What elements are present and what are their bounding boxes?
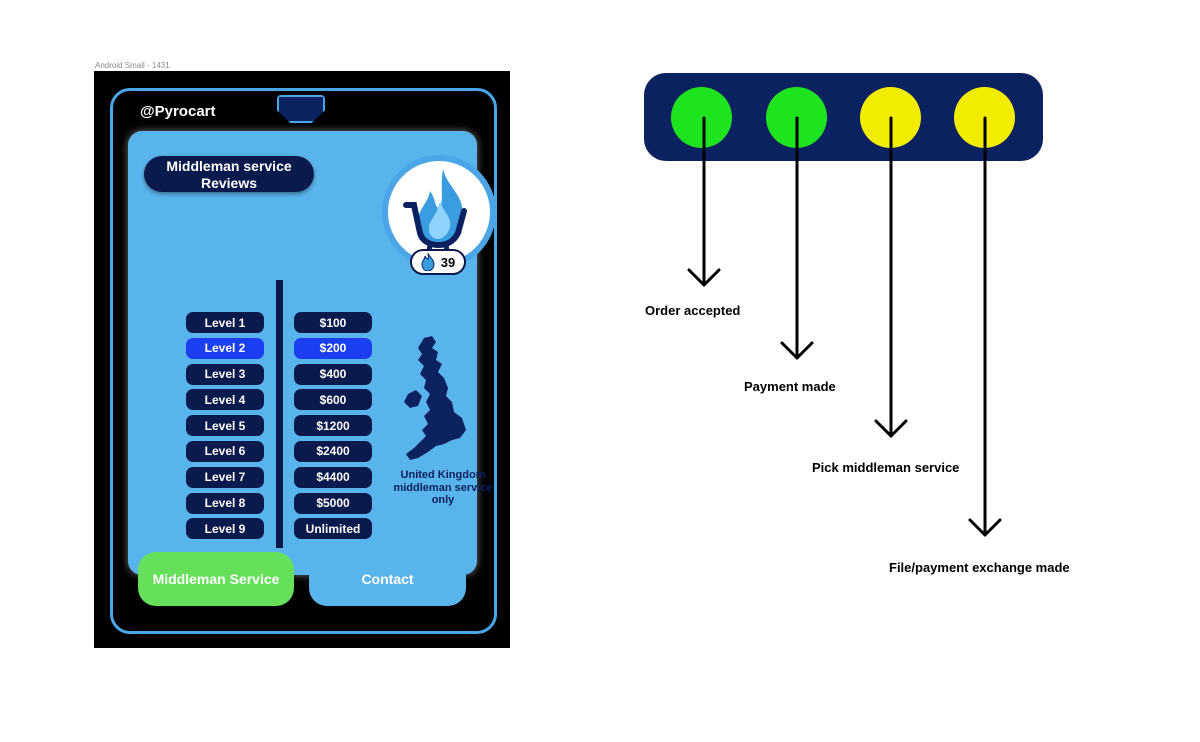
frame-label: Android Small - 1431 bbox=[95, 61, 170, 70]
price-label[interactable]: $400 bbox=[294, 363, 372, 385]
flame-cart-logo-icon bbox=[388, 161, 490, 263]
middleman-service-button[interactable]: Middleman Service bbox=[138, 552, 294, 606]
region-note: United Kingdom middleman service only bbox=[393, 469, 493, 506]
order-status-bar bbox=[644, 73, 1043, 161]
level-button[interactable]: Level 7 bbox=[186, 466, 264, 488]
level-button[interactable]: Level 6 bbox=[186, 440, 264, 462]
username[interactable]: @Pyrocart bbox=[140, 103, 216, 120]
price-label[interactable]: $2400 bbox=[294, 440, 372, 462]
flame-icon bbox=[421, 253, 435, 271]
column-divider bbox=[276, 280, 283, 548]
price-label[interactable]: $1200 bbox=[294, 415, 372, 437]
price-label[interactable]: Unlimited bbox=[294, 518, 372, 540]
level-button[interactable]: Level 8 bbox=[186, 492, 264, 514]
level-button[interactable]: Level 3 bbox=[186, 363, 264, 385]
step-label-payment-made: Payment made bbox=[744, 379, 836, 394]
phone-mockup: @Pyrocart Middleman service Reviews Leve… bbox=[94, 71, 510, 648]
price-label-active[interactable]: $200 bbox=[294, 337, 372, 359]
step-label-file-exchange: File/payment exchange made bbox=[889, 560, 1070, 575]
level-button[interactable]: Level 5 bbox=[186, 415, 264, 437]
flame-count: 39 bbox=[440, 254, 456, 270]
level-column: Level 1 Level 2 Level 3 Level 4 Level 5 … bbox=[186, 312, 264, 544]
flame-count-badge: 39 bbox=[410, 249, 466, 275]
price-label[interactable]: $4400 bbox=[294, 466, 372, 488]
status-dot-order-accepted bbox=[671, 87, 732, 148]
price-label[interactable]: $600 bbox=[294, 389, 372, 411]
step-label-order-accepted: Order accepted bbox=[645, 303, 741, 318]
level-button[interactable]: Level 4 bbox=[186, 389, 264, 411]
uk-map-icon bbox=[404, 336, 466, 460]
price-label[interactable]: $100 bbox=[294, 312, 372, 333]
price-column: $100 $200 $400 $600 $1200 $2400 $4400 $5… bbox=[294, 312, 372, 544]
level-button[interactable]: Level 9 bbox=[186, 518, 264, 540]
step-label-pick-middleman: Pick middleman service bbox=[812, 460, 960, 475]
price-label[interactable]: $5000 bbox=[294, 492, 372, 514]
page-title: Middleman service Reviews bbox=[144, 156, 314, 192]
content-panel: Middleman service Reviews Level 1 Level … bbox=[128, 131, 496, 575]
phone-border bbox=[110, 88, 497, 634]
level-button-active[interactable]: Level 2 bbox=[186, 337, 264, 359]
level-button[interactable]: Level 1 bbox=[186, 312, 264, 333]
logo-ring bbox=[382, 155, 496, 269]
contact-button[interactable]: Contact bbox=[309, 552, 466, 606]
